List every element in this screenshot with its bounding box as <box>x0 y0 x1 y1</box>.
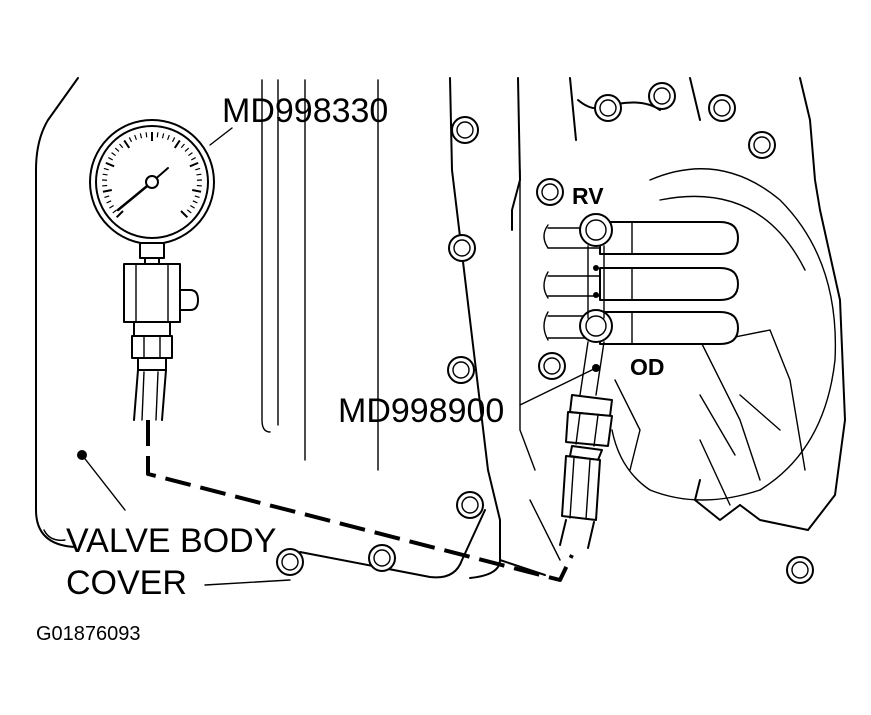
gauge-label: MD998330 <box>222 92 388 130</box>
gauge-tick <box>111 152 116 157</box>
gauge-tick <box>109 205 114 209</box>
gauge-tick <box>104 195 110 199</box>
gauge-tick <box>123 139 131 149</box>
gauge-tick <box>115 210 124 219</box>
gauge-tick <box>195 167 201 171</box>
valve-body-label-line1: VALVE BODY <box>66 522 276 560</box>
figure-id: G01876093 <box>36 623 141 645</box>
gauge-scale <box>102 132 202 219</box>
gauge-tick <box>190 157 196 161</box>
bolt <box>786 556 814 584</box>
bolt <box>456 491 484 519</box>
valve-body-label-line2: COVER <box>66 564 187 602</box>
adapter-hose <box>559 213 613 549</box>
gauge-tick <box>139 133 143 139</box>
pressure-gauge <box>89 119 215 421</box>
bolt <box>748 131 776 159</box>
transmission-case <box>449 77 846 579</box>
gauge-tick <box>171 137 176 143</box>
gauge-tick <box>128 137 133 143</box>
gauge-tick <box>196 173 202 176</box>
bolt <box>648 82 676 110</box>
gauge-tick <box>103 167 109 171</box>
gauge-tick <box>192 200 198 204</box>
connection-hose-dashed <box>146 420 574 582</box>
bolt <box>448 234 476 262</box>
leader-lines <box>43 127 600 586</box>
gauge-tick <box>173 139 181 149</box>
gauge-tick <box>192 189 202 193</box>
case-bolts <box>276 82 814 584</box>
bolt <box>368 544 396 572</box>
bolt <box>536 178 564 206</box>
od-label: OD <box>630 354 665 380</box>
gauge-tick <box>112 209 118 214</box>
gauge-tick <box>180 143 185 149</box>
bolt <box>447 356 475 384</box>
gauge-tick <box>167 134 170 140</box>
gauge-tick <box>194 195 200 199</box>
gauge-tick <box>180 210 189 219</box>
gauge-tick <box>108 157 114 161</box>
gauge-tick <box>189 161 199 168</box>
gauge-tick <box>105 161 115 168</box>
gauge-tick <box>156 132 159 138</box>
gauge-tick <box>114 147 120 152</box>
bolt <box>451 116 479 144</box>
gauge-tick <box>102 173 108 176</box>
bolt <box>708 94 736 122</box>
gauge-tick <box>188 152 193 157</box>
valve-body-cover <box>35 77 486 579</box>
gauge-tick <box>134 134 137 140</box>
adapter-label: MD998900 <box>338 392 504 430</box>
gauge-tick <box>119 143 124 149</box>
gauge-tick <box>186 209 192 214</box>
gauge-tick <box>184 147 190 152</box>
bolt <box>538 352 566 380</box>
gauge-tick <box>190 205 195 209</box>
labels: MD998330 RV OD MD998900 VALVE BODY COVER… <box>36 92 665 645</box>
rv-label: RV <box>572 183 604 209</box>
bolt <box>594 94 622 122</box>
gauge-tick <box>145 132 148 138</box>
bolt <box>276 548 304 576</box>
gauge-tick <box>161 133 165 139</box>
gauge-tick <box>102 189 112 193</box>
gauge-tick <box>106 200 112 204</box>
